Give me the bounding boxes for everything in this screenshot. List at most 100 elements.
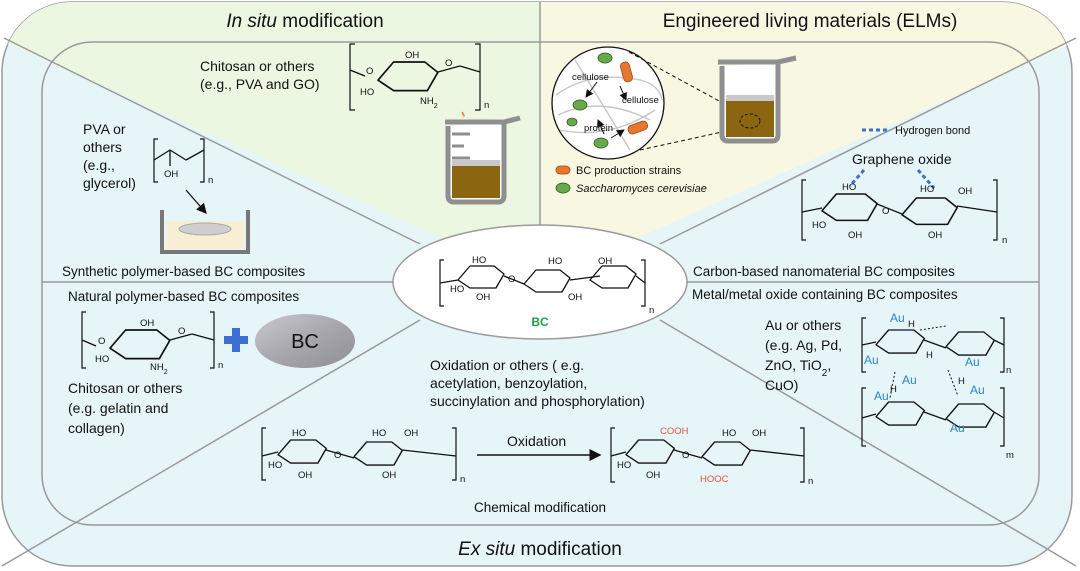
hbond-dashes-metal [889, 325, 959, 399]
svg-text:OH: OH [476, 292, 490, 303]
svg-text:n: n [1006, 365, 1011, 376]
svg-text:OH: OH [646, 470, 660, 481]
chemical-label: Chemical modification [474, 500, 606, 515]
svg-text:O: O [445, 58, 452, 69]
yeast-legend-icon [555, 182, 571, 194]
metal-line1: Au or others [765, 317, 841, 333]
svg-text:OH: OH [164, 169, 178, 180]
synthetic-line2: others [83, 139, 122, 155]
synthetic-line1: PVA or [83, 121, 126, 137]
svg-text:n: n [808, 476, 813, 487]
bc-disk [255, 314, 355, 368]
chemical-line1: Oxidation or others ( e.g. [430, 357, 584, 373]
svg-text:Au: Au [970, 383, 985, 397]
elm-beaker [718, 55, 797, 144]
metal-line2: (e.g. Ag, Pd, [765, 337, 842, 353]
metal-line4: CuO) [765, 377, 798, 393]
svg-text:Au: Au [874, 389, 889, 403]
svg-text:m: m [1006, 450, 1014, 461]
elm-content: cellulose cellulose protein BC productio… [551, 46, 797, 195]
svg-text:O: O [682, 450, 689, 461]
petri-dish [160, 210, 250, 254]
svg-text:HO: HO [292, 428, 306, 439]
svg-text:HO: HO [95, 354, 109, 365]
svg-text:HO: HO [548, 256, 562, 267]
metal-label: Metal/metal oxide containing BC composit… [692, 287, 958, 302]
svg-text:HO: HO [920, 184, 934, 195]
ex-situ-title: Ex situ modification [458, 539, 622, 560]
svg-text:NH2: NH2 [420, 96, 438, 110]
carbon-label: Carbon-based nanomaterial BC composites [693, 264, 955, 279]
svg-text:H: H [926, 350, 933, 361]
natural-content: Natural polymer-based BC composites O OH… [68, 289, 355, 436]
svg-text:HO: HO [812, 220, 826, 231]
svg-text:n: n [460, 474, 465, 485]
svg-text:HO: HO [842, 182, 856, 193]
in-situ-line2: (e.g., PVA and GO) [200, 76, 320, 92]
svg-text:cellulose: cellulose [622, 95, 659, 106]
svg-text:Au: Au [902, 373, 917, 387]
svg-text:H: H [958, 376, 965, 387]
plus-icon [224, 328, 248, 352]
svg-text:Au: Au [950, 421, 965, 435]
svg-text:HO: HO [472, 255, 486, 266]
yeast-legend-label: Saccharomyces cerevisiae [576, 183, 707, 195]
hbond-legend-label: Hydrogen bond [895, 125, 970, 137]
svg-text:HO: HO [360, 87, 374, 98]
svg-text:HO: HO [617, 460, 631, 471]
bc-disk-label: BC [291, 331, 319, 353]
svg-text:HO: HO [450, 284, 464, 295]
svg-text:Au: Au [890, 311, 905, 325]
svg-text:n: n [484, 100, 489, 111]
chemical-line3: succinylation and phosphorylation) [430, 393, 645, 409]
metal-content: Metal/metal oxide containing BC composit… [692, 287, 1014, 461]
svg-text:OH: OH [140, 318, 154, 329]
in-situ-beaker [445, 115, 521, 205]
svg-text:OH: OH [958, 186, 972, 197]
svg-text:OH: OH [598, 256, 612, 267]
svg-text:OH: OH [382, 470, 396, 481]
svg-text:OH: OH [928, 230, 942, 241]
elm-panel [540, 2, 1072, 282]
chemical-content: Oxidation or others ( e.g. acetylation, … [261, 357, 813, 515]
oxidation-label: Oxidation [507, 433, 566, 449]
svg-text:n: n [218, 360, 223, 371]
svg-text:OH: OH [405, 50, 419, 61]
svg-text:Au: Au [965, 355, 980, 369]
svg-text:OH: OH [568, 292, 582, 303]
synthetic-line3: (e.g., [83, 157, 115, 173]
svg-text:n: n [1002, 235, 1007, 246]
svg-text:O: O [334, 450, 341, 461]
natural-line2: (e.g. gelatin and [68, 400, 168, 416]
metal-line3: ZnO, TiO2, [765, 357, 831, 379]
center-ellipse [392, 224, 688, 340]
synthetic-content: PVA or others (e.g., glycerol) OH n Synt… [62, 121, 305, 279]
carbon-content: Hydrogen bond Graphene oxide HO HO OH O … [693, 125, 1007, 279]
center-bc: HO HO OH O HO OH OH BC n [392, 224, 688, 340]
in-situ-line1: Chitosan or others [200, 58, 314, 74]
svg-text:H: H [908, 319, 915, 330]
synthetic-label: Synthetic polymer-based BC composites [62, 264, 305, 279]
svg-text:protein: protein [584, 123, 613, 134]
svg-text:O: O [366, 66, 373, 77]
in-situ-content: Chitosan or others (e.g., PVA and GO) O … [200, 43, 521, 205]
svg-text:OH: OH [298, 470, 312, 481]
svg-text:n: n [649, 305, 654, 316]
svg-text:HO: HO [722, 428, 736, 439]
svg-text:HOOC: HOOC [700, 474, 729, 485]
svg-text:HO: HO [372, 428, 386, 439]
synthetic-arrow [185, 189, 207, 214]
in-situ-title: In situ modification [226, 11, 383, 32]
svg-text:cellulose: cellulose [572, 72, 609, 83]
natural-line3: collagen) [68, 420, 125, 436]
svg-text:O: O [882, 206, 889, 217]
svg-text:OH: OH [404, 428, 418, 439]
svg-text:OH: OH [848, 230, 862, 241]
svg-text:O: O [98, 336, 105, 347]
svg-text:NH2: NH2 [150, 362, 168, 376]
natural-line1: Chitosan or others [68, 380, 182, 396]
in-situ-panel-fill [2, 2, 540, 282]
svg-text:n: n [208, 175, 213, 186]
